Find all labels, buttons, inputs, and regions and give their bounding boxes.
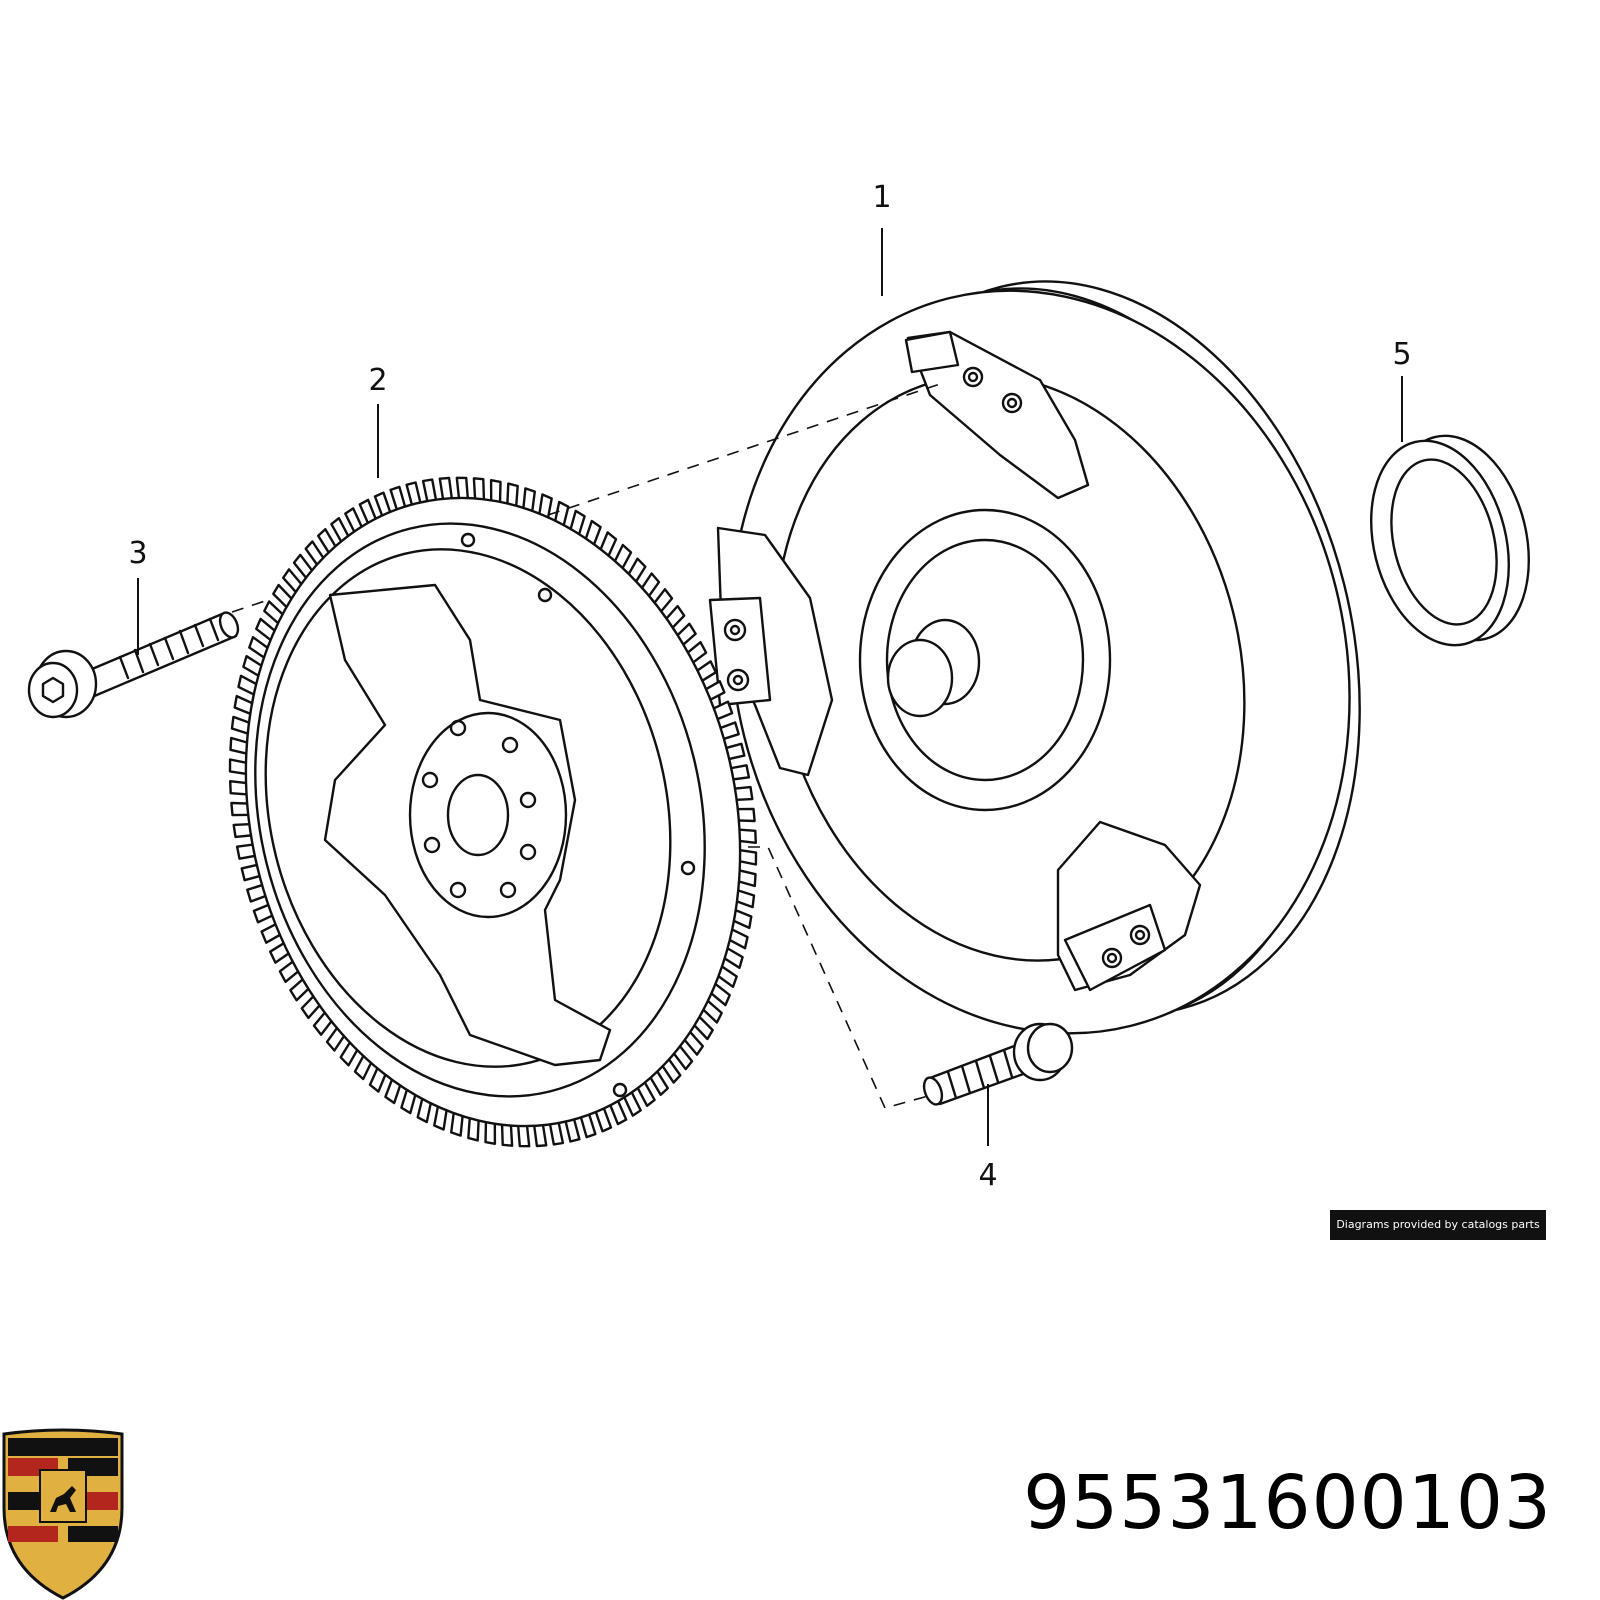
assembly-lines	[231, 383, 941, 1109]
callout-leaders	[137, 228, 1403, 1146]
diagram-credit-badge: Diagrams provided by catalogs parts	[1330, 1210, 1546, 1240]
callout-5: 5	[1392, 337, 1411, 372]
callout-1: 1	[872, 180, 891, 215]
converter-lug-top	[904, 330, 1090, 500]
seal-ring	[1369, 434, 1531, 647]
converter-lug-left	[708, 526, 834, 777]
converter-lug-bottom	[1056, 820, 1202, 992]
flex-plate	[228, 476, 758, 1148]
callout-3: 3	[128, 536, 147, 571]
callout-2: 2	[368, 363, 387, 398]
callout-4: 4	[978, 1158, 997, 1193]
bolt-3	[27, 611, 240, 719]
torque-converter	[708, 280, 1361, 1035]
porsche-crest-logo	[2, 1428, 124, 1600]
bolt-4	[922, 1022, 1074, 1106]
part-number: 95531600103	[1023, 1460, 1552, 1546]
